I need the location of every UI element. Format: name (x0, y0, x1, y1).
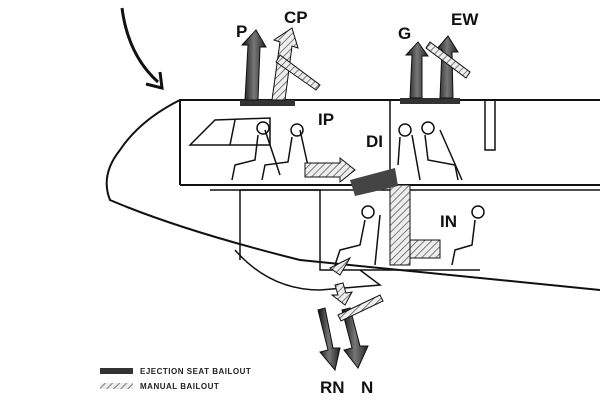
legend-ejection-label: EJECTION SEAT BAILOUT (140, 367, 252, 376)
legend-manual-label: MANUAL BAILOUT (140, 382, 220, 391)
label-p: P (236, 22, 248, 41)
crew-figures (231, 121, 485, 266)
label-in: IN (440, 212, 457, 231)
legend-swatch-ejection (100, 368, 133, 374)
arrow-n (337, 294, 384, 369)
label-di: DI (366, 132, 383, 151)
arrow-rn (317, 307, 341, 372)
label-cp: CP (284, 8, 308, 27)
label-ew: EW (451, 10, 479, 29)
label-rn: RN (320, 378, 345, 397)
legend-swatch-manual (100, 383, 133, 389)
label-ip: IP (318, 110, 335, 129)
arrow-cp (271, 27, 321, 101)
label-n: N (361, 378, 374, 397)
arrow-p (240, 29, 267, 101)
label-g: G (398, 24, 412, 43)
arrow-g (404, 41, 429, 99)
direction-arrow (120, 7, 160, 84)
fuselage-outline (105, 99, 600, 291)
arrow-ew (425, 35, 471, 99)
